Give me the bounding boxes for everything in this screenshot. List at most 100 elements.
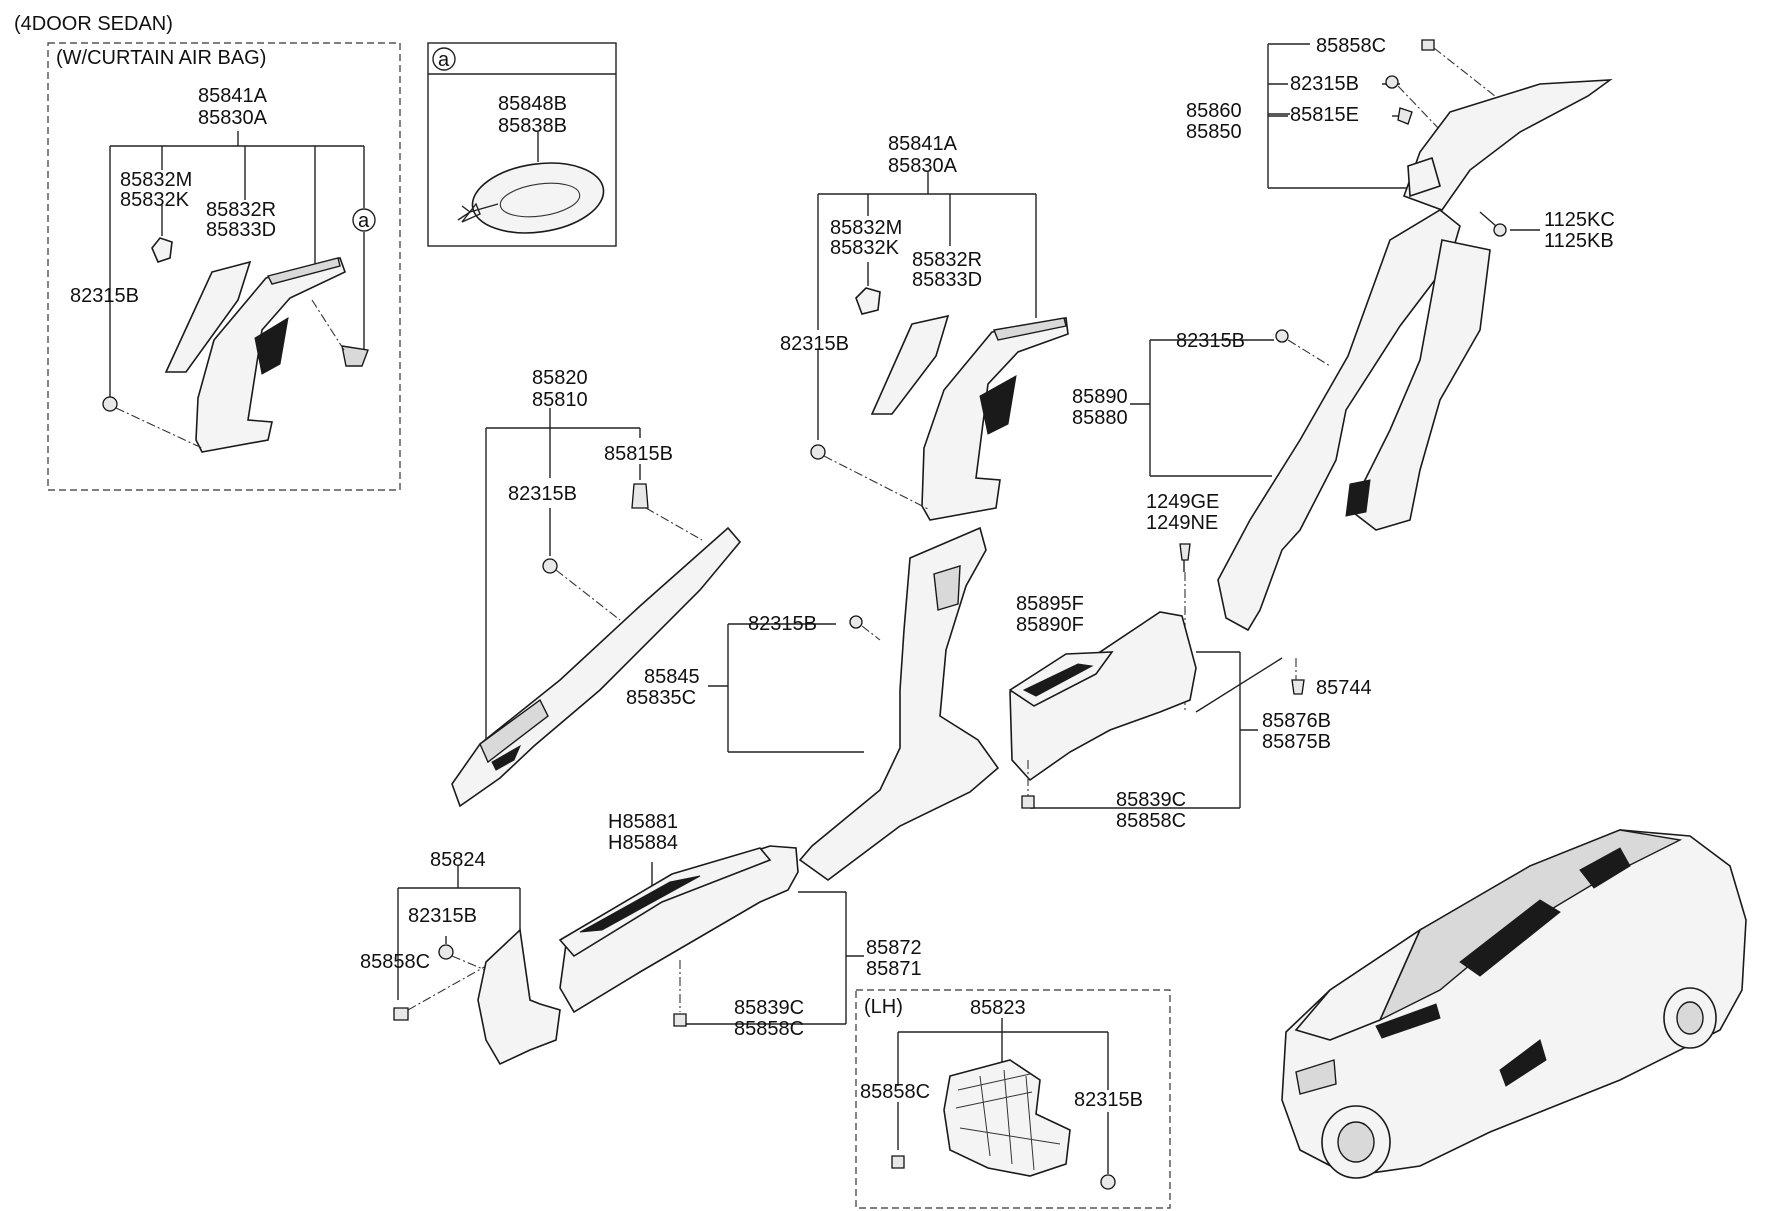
group-front-scuff (558, 845, 864, 1027)
airbag-tag (341, 345, 369, 367)
clip-82315B (102, 396, 118, 412)
label-85858C-b: 85858C (734, 1018, 804, 1040)
label-82315B-q: 82315B (1176, 330, 1245, 352)
label-82315B-lh: 82315B (1074, 1089, 1143, 1111)
label-1125KB: 1125KB (1544, 230, 1614, 252)
label-85875B: 85875B (1262, 731, 1331, 753)
ref-a-callout-letter: a (358, 210, 370, 232)
ref-a-marker (432, 47, 456, 71)
pillar-trim-main-2 (921, 317, 1069, 521)
label-85890F: 85890F (1016, 614, 1084, 636)
pillar-trim-grille (266, 257, 341, 285)
quarter-trim-inner (1348, 239, 1491, 531)
cowl-side-trim (477, 928, 561, 1066)
model-title: (4DOOR SEDAN) (14, 13, 173, 35)
clip-82315B-b (849, 615, 863, 629)
label-85744: 85744 (1316, 677, 1372, 699)
label-85839C-r: 85839C (1116, 789, 1186, 811)
clip-82315B-top (1385, 75, 1399, 89)
group-b-pillar (708, 526, 1000, 881)
front-pillar-grille (479, 698, 549, 764)
label-85832R: 85832R (206, 199, 276, 221)
b-pillar-window (933, 565, 961, 611)
clip-82315B-c (438, 944, 454, 960)
label-85848B: 85848B (498, 93, 567, 115)
label-85839C-b: 85839C (734, 997, 804, 1019)
front-scuff-plate (558, 847, 772, 958)
front-pillar-slot (491, 744, 522, 771)
bolt-1249GE (1179, 543, 1191, 561)
clip-85815E (1397, 107, 1413, 125)
car-windshield (1294, 927, 1422, 1041)
label-85841A-2: 85841A (888, 133, 958, 155)
label-1249NE: 1249NE (1146, 512, 1218, 534)
group-rear-scuff (1008, 543, 1305, 809)
rear-scuff-logo-strip (1022, 663, 1094, 697)
ref-a-callout (352, 208, 376, 232)
label-85815B: 85815B (604, 443, 673, 465)
rear-package-end (1407, 156, 1441, 198)
pillar-trim-main (195, 257, 346, 453)
label-85815E: 85815E (1290, 104, 1359, 126)
clip-82315B-a (542, 558, 558, 574)
car-grille (1295, 1059, 1337, 1095)
label-85832R-2: 85832R (912, 249, 982, 271)
car-rear-pillar-highlight (1579, 847, 1631, 889)
clip-85858C-lh (891, 1155, 905, 1169)
group-rear-pillar (1130, 39, 1613, 632)
label-85850: 85850 (1186, 121, 1242, 143)
label-H85881: H85881 (608, 811, 678, 833)
car-pillar-highlight (1459, 899, 1561, 977)
ref-a-letter: a (438, 49, 450, 71)
label-85860: 85860 (1186, 100, 1242, 122)
group-detail-a (457, 132, 605, 234)
label-85832M: 85832M (120, 169, 192, 191)
group-lh-trim (891, 1018, 1116, 1190)
detail-a-box (427, 42, 617, 247)
rear-scuff-trim (1009, 611, 1197, 782)
b-pillar-lower-trim (798, 526, 1000, 881)
label-82315B-c: 82315B (408, 905, 477, 927)
label-85833D-2: 85833D (912, 269, 982, 291)
label-82315B-a: 82315B (508, 483, 577, 505)
front-pillar-trim (451, 526, 742, 808)
clip-82315B-2 (810, 444, 826, 460)
pillar-trim-upper-2 (870, 314, 950, 415)
label-85820: 85820 (532, 367, 588, 389)
curtain-airbag-title: (W/CURTAIN AIR BAG) (56, 47, 266, 69)
label-82315B: 82315B (70, 285, 139, 307)
label-85823: 85823 (970, 997, 1026, 1019)
label-85810: 85810 (532, 389, 588, 411)
label-85832M-2: 85832M (830, 217, 902, 239)
label-85858C-top: 85858C (1316, 35, 1386, 57)
label-85858C-c: 85858C (360, 951, 430, 973)
group-curtain-pillar: a (102, 131, 376, 453)
label-85833D: 85833D (206, 219, 276, 241)
pillar-trim-grille-2 (993, 317, 1067, 341)
group-cowl-side (393, 866, 561, 1066)
label-85830A: 85830A (198, 107, 268, 129)
label-H85884: H85884 (608, 832, 678, 854)
label-85890: 85890 (1072, 386, 1128, 408)
pillar-trim-window (254, 317, 289, 375)
quarter-trim-hole (1345, 479, 1371, 517)
curtain-airbag-box (47, 42, 401, 491)
bolt-1125KC (1493, 223, 1507, 237)
label-85838B: 85838B (498, 115, 567, 137)
clip-85839C-b (673, 1013, 687, 1027)
clip-82315B-lh (1100, 1174, 1116, 1190)
label-85824: 85824 (430, 849, 486, 871)
label-85841A: 85841A (198, 85, 268, 107)
label-85832K: 85832K (120, 189, 190, 211)
label-85872: 85872 (866, 937, 922, 959)
pillar-trim-window-2 (979, 375, 1017, 435)
lh-lower-trim (943, 1059, 1071, 1177)
label-85876B: 85876B (1262, 710, 1331, 732)
car-a-pillar-highlight (1375, 1003, 1441, 1039)
clip-85858C-c (393, 1007, 409, 1021)
rear-package-trim (1402, 79, 1613, 211)
car-sill-highlight (1499, 1039, 1547, 1087)
label-85830A-2: 85830A (888, 155, 958, 177)
grab-clip-cover-2 (855, 287, 881, 315)
